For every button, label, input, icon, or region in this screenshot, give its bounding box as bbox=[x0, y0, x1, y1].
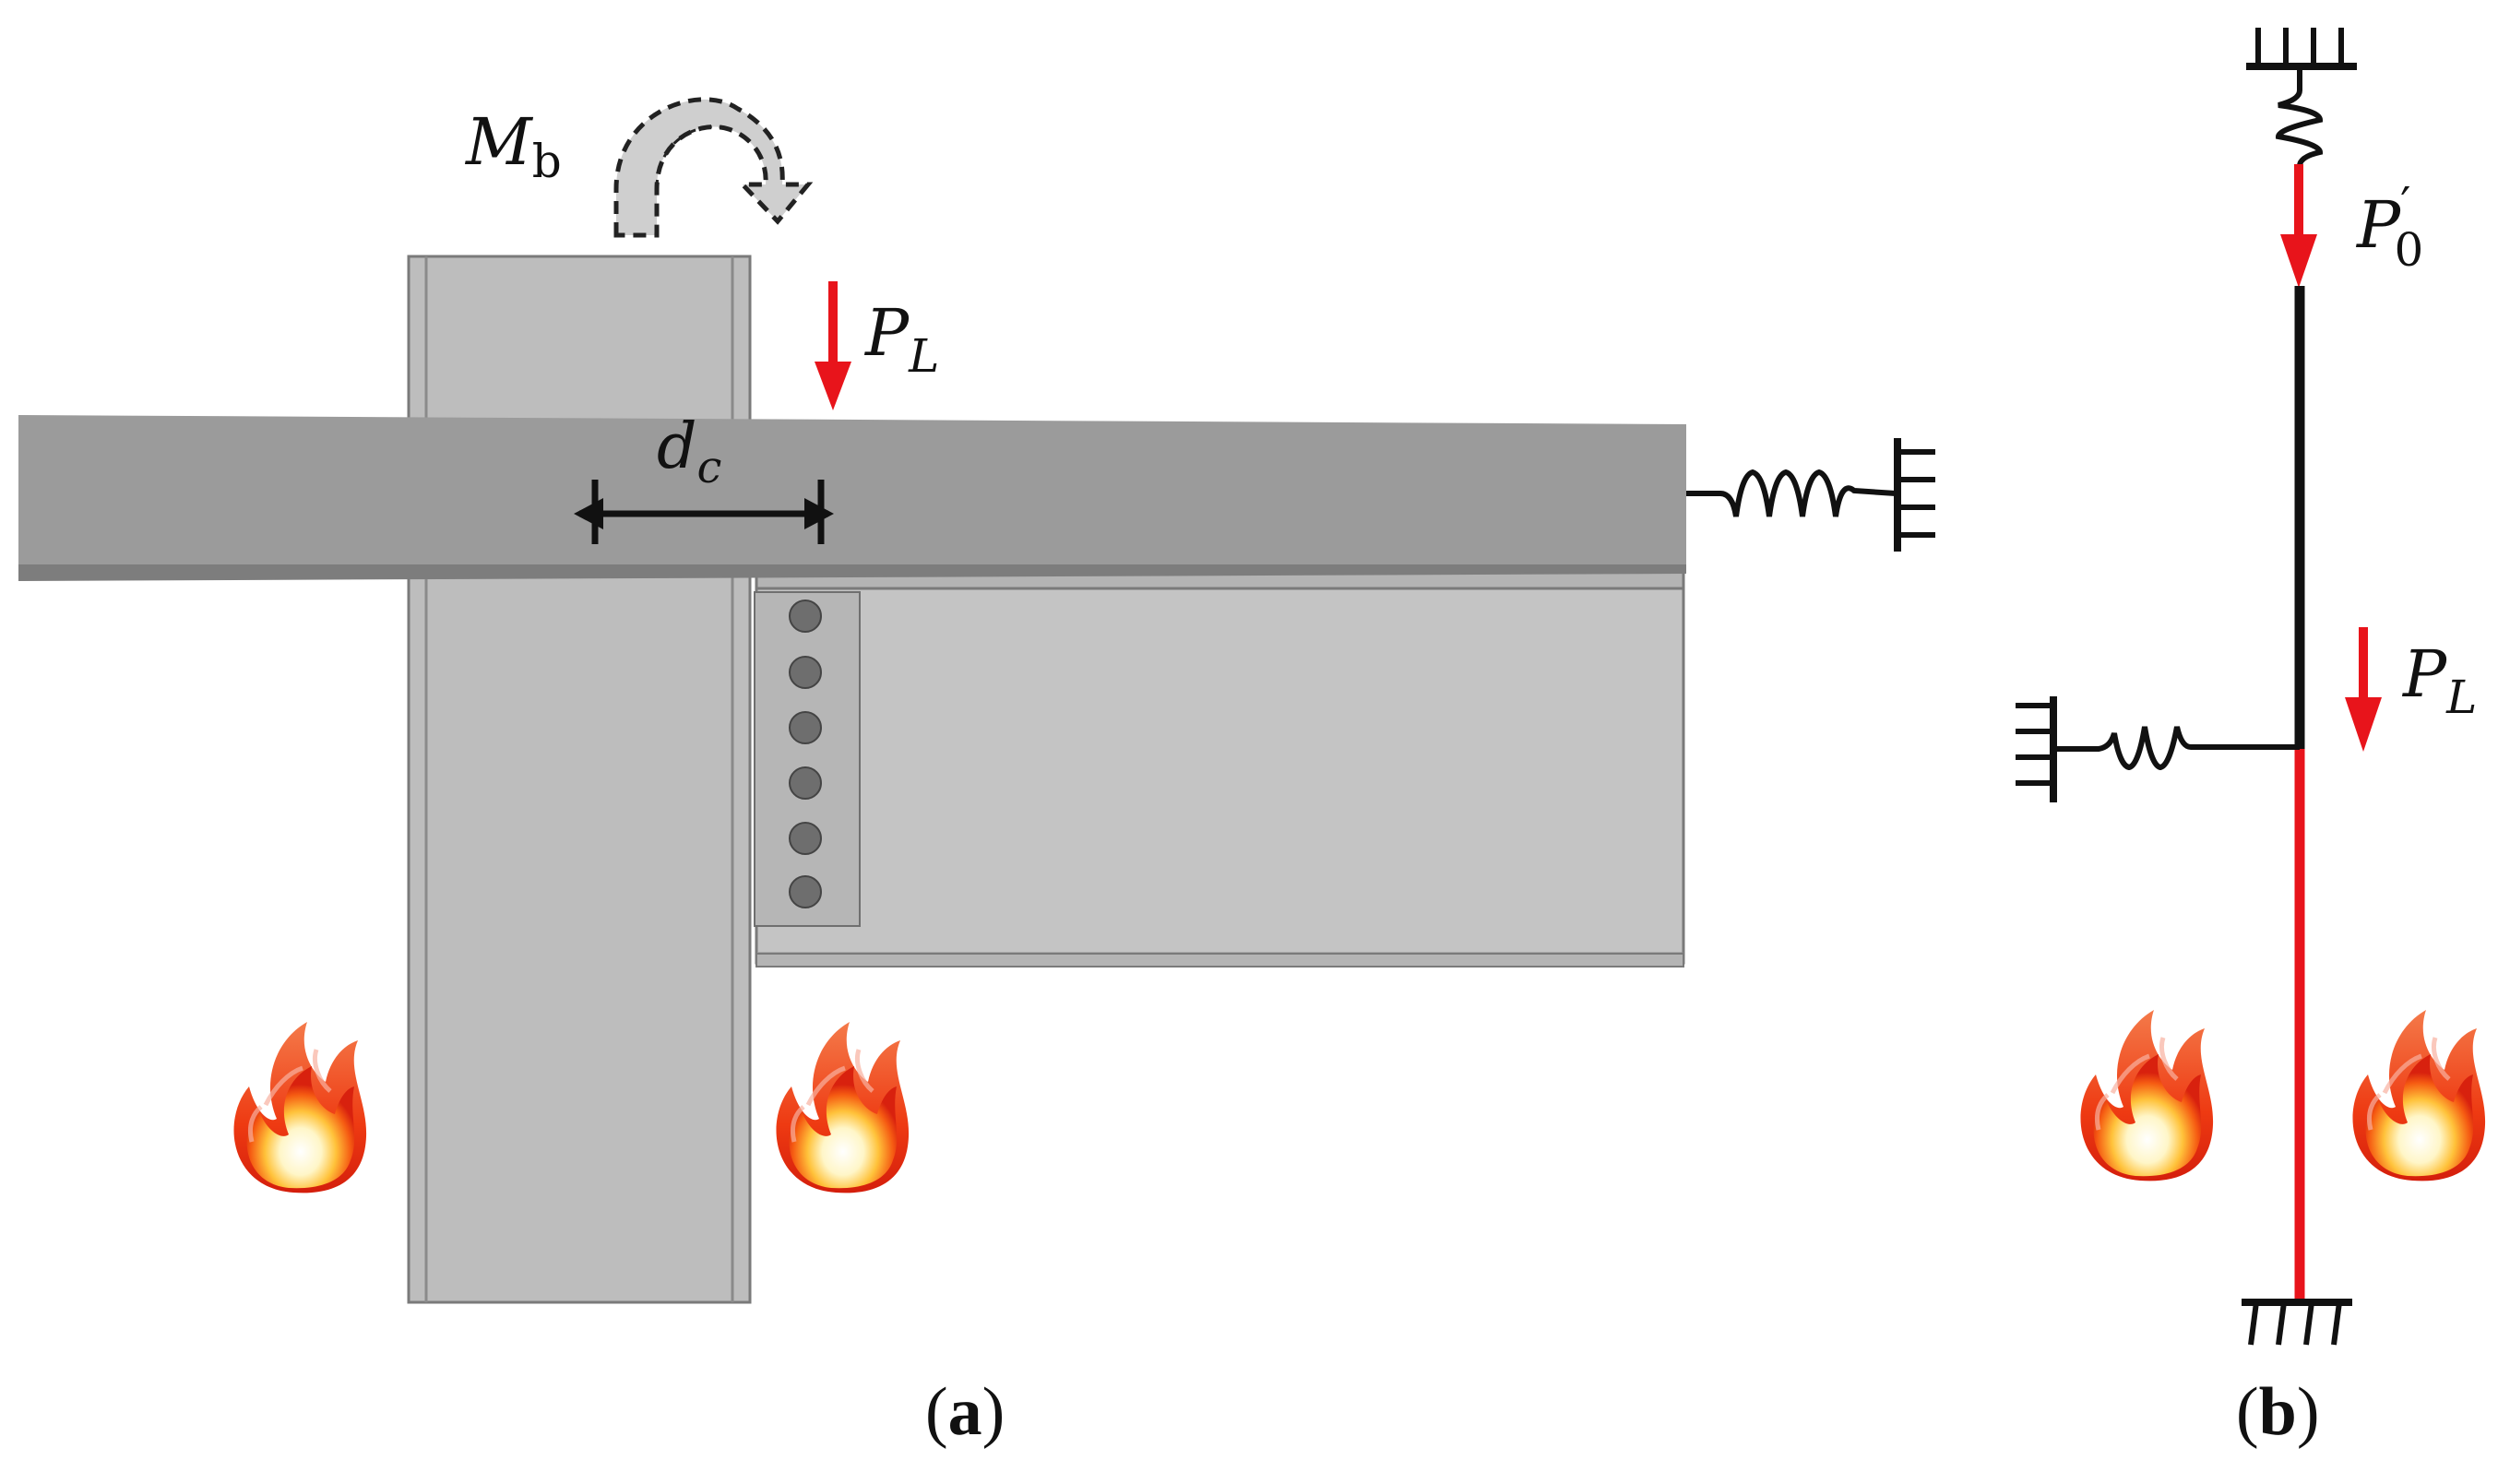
top-load-label-sub: 0 bbox=[2394, 223, 2423, 277]
flame-icon bbox=[2080, 1010, 2213, 1181]
slab bbox=[18, 415, 1686, 564]
load-label: PL bbox=[863, 295, 939, 383]
dim-label: dc bbox=[657, 410, 721, 493]
load-label-b-sub: L bbox=[2445, 671, 2477, 724]
flame-icon bbox=[233, 1022, 366, 1193]
panel-a: dc PL Mb bbox=[18, 97, 1935, 1450]
moment-label-main: M bbox=[464, 104, 534, 180]
slab-under-strip bbox=[18, 564, 1686, 581]
spring-support-icon bbox=[1686, 469, 1897, 517]
top-load-label-main: P bbox=[2355, 187, 2402, 263]
moment-label: Mb bbox=[464, 104, 562, 188]
beam-bottom-flange bbox=[755, 953, 1684, 968]
load-arrow-icon bbox=[815, 281, 851, 410]
bolt bbox=[789, 766, 822, 800]
bolt bbox=[789, 875, 822, 908]
flame-icon bbox=[776, 1022, 909, 1193]
load-label-b: PL bbox=[2401, 636, 2477, 724]
bolt bbox=[789, 711, 822, 744]
load-label-sub: L bbox=[908, 329, 939, 383]
dim-label-sub: c bbox=[697, 442, 722, 493]
column bbox=[407, 255, 752, 1304]
bolt bbox=[789, 600, 822, 633]
dim-label-main: d bbox=[657, 410, 697, 483]
flame-icon bbox=[2352, 1010, 2485, 1181]
shear-tab-plate bbox=[754, 591, 861, 927]
caption-a-open: ( bbox=[925, 1374, 948, 1450]
top-load-label: P′0 bbox=[2355, 177, 2423, 277]
spring-support-icon bbox=[2055, 726, 2300, 771]
beam-web bbox=[755, 563, 1685, 965]
bolt bbox=[789, 656, 822, 689]
fixed-support-icon bbox=[1894, 438, 1935, 552]
load-label-main: P bbox=[863, 295, 910, 371]
load-arrow-icon bbox=[2280, 164, 2317, 288]
bolt bbox=[789, 822, 822, 855]
caption-a-letter: a bbox=[948, 1374, 982, 1450]
top-load-label-prime: ′ bbox=[2400, 177, 2410, 231]
dimension-arrow-icon bbox=[574, 480, 834, 544]
caption-b-letter: b bbox=[2259, 1374, 2297, 1450]
caption-b-close: ) bbox=[2297, 1374, 2320, 1450]
caption-a: (a) bbox=[925, 1374, 1005, 1450]
caption-b-open: ( bbox=[2236, 1374, 2259, 1450]
moment-label-sub: b bbox=[532, 135, 562, 188]
load-arrow-icon bbox=[2345, 627, 2382, 752]
load-label-b-main: P bbox=[2401, 636, 2448, 712]
fixed-support-icon bbox=[2246, 28, 2357, 70]
fixed-support-icon bbox=[2016, 696, 2057, 802]
caption-a-close: ) bbox=[982, 1374, 1005, 1450]
fixed-support-icon bbox=[2242, 1299, 2352, 1346]
caption-b: (b) bbox=[2236, 1374, 2319, 1450]
moment-arrow-icon bbox=[613, 97, 814, 238]
panel-b: P′0 PL bbox=[2016, 28, 2485, 1450]
spring-support-icon bbox=[2275, 66, 2324, 167]
